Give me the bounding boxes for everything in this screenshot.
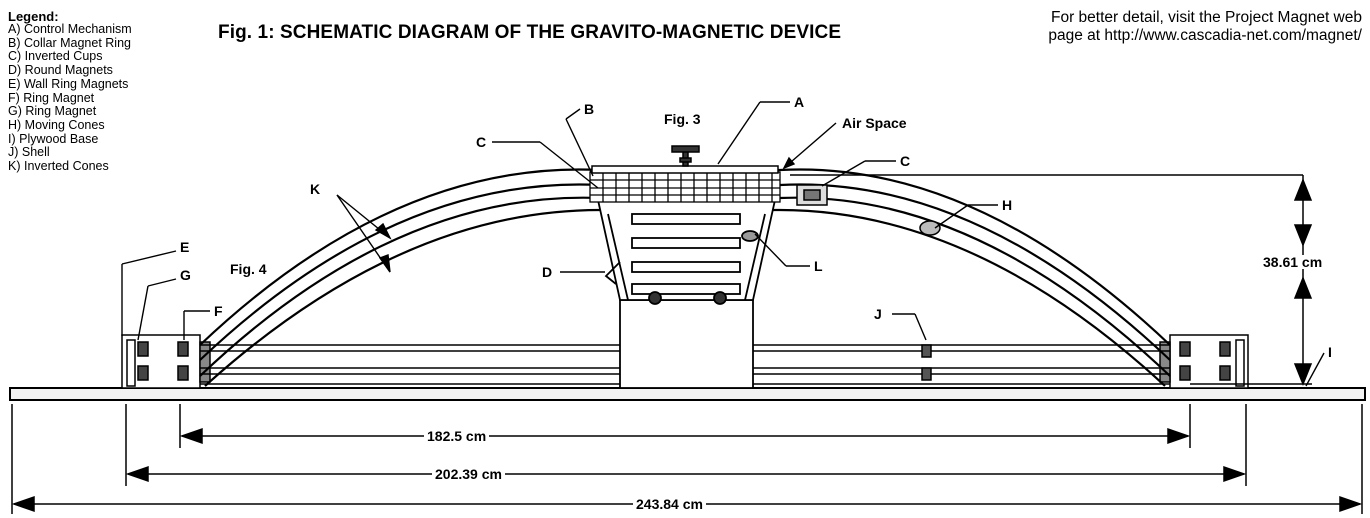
- label-l: L: [814, 258, 823, 274]
- label-k: K: [310, 181, 321, 197]
- outer-width-label: 243.84 cm: [633, 497, 706, 511]
- inner-width-label: 182.5 cm: [424, 429, 490, 443]
- web-note-line: For better detail, visit the Project Mag…: [1050, 9, 1362, 26]
- web-note: For better detail, visit the Project Mag…: [1048, 9, 1362, 45]
- legend-item: I) Plywood Base: [8, 131, 99, 146]
- central-housing: [596, 199, 777, 305]
- label-air-space: Air Space: [842, 115, 907, 131]
- plywood-base: [9, 387, 1366, 401]
- label-i: I: [1328, 344, 1332, 360]
- left-wall-assembly: [121, 334, 211, 389]
- label-g: G: [180, 267, 191, 283]
- label-e: E: [180, 239, 190, 255]
- label-fig4: Fig. 4: [230, 261, 267, 277]
- figure-title: Fig. 1: SCHEMATIC DIAGRAM OF THE GRAVITO…: [218, 22, 842, 43]
- shell-element: [921, 344, 932, 381]
- legend-list: A) Control Mechanism B) Collar Magnet Ri…: [8, 22, 132, 174]
- label-b: B: [584, 101, 595, 117]
- legend-item: H) Moving Cones: [8, 117, 105, 132]
- legend-item: E) Wall Ring Magnets: [8, 76, 129, 91]
- right-wall-assembly: [1159, 334, 1249, 389]
- label-c-right: C: [900, 153, 911, 169]
- legend-item: A) Control Mechanism: [8, 22, 132, 36]
- label-d: D: [542, 264, 553, 280]
- middle-width-label: 202.39 cm: [432, 467, 505, 481]
- callout-leaders: [121, 101, 1325, 387]
- legend-item: C) Inverted Cups: [8, 49, 103, 64]
- control-mechanism: [591, 145, 779, 174]
- label-a: A: [794, 94, 805, 110]
- height-dimension: [790, 174, 1313, 387]
- legend-item: J) Shell: [8, 145, 50, 160]
- legend-item: D) Round Magnets: [8, 63, 113, 78]
- legend-item: K) Inverted Cones: [8, 159, 109, 174]
- legend-title: Legend:: [8, 9, 59, 24]
- inverted-cups-right: [796, 184, 828, 206]
- label-fig3: Fig. 3: [664, 111, 701, 127]
- collar-magnet-ring: [589, 171, 781, 203]
- height-dimension-label: 38.61 cm: [1260, 255, 1326, 269]
- center-pedestal: [619, 299, 754, 389]
- legend-item: G) Ring Magnet: [8, 104, 97, 119]
- label-c-left: C: [476, 134, 487, 150]
- legend-item: F) Ring Magnet: [8, 90, 95, 105]
- label-j: J: [874, 306, 882, 322]
- label-h: H: [1002, 197, 1013, 213]
- legend-item: B) Collar Magnet Ring: [8, 35, 131, 50]
- web-note-line: page at http://www.cascadia-net.com/magn…: [1048, 27, 1362, 44]
- label-f: F: [214, 303, 223, 319]
- moving-cone-h: [919, 220, 941, 236]
